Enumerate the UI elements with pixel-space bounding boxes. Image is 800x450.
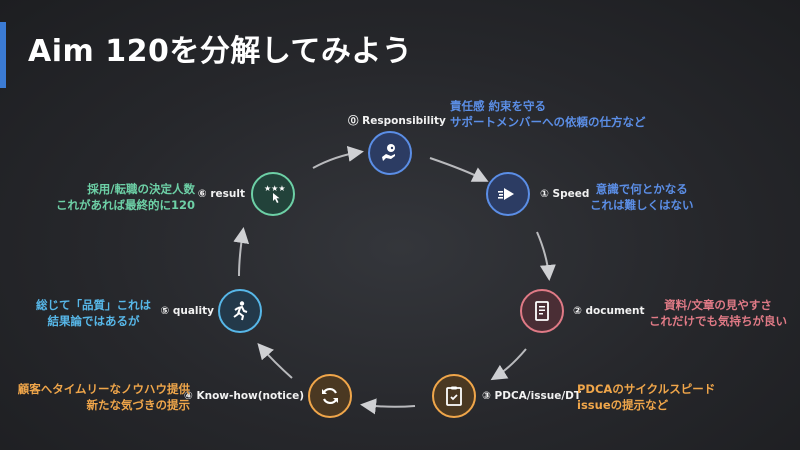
node-label-responsibility: ⓪ Responsibility [348, 115, 446, 127]
node-knowhow [308, 374, 352, 418]
node-pdca [432, 374, 476, 418]
node-label-knowhow: ④ Know-how(notice) [183, 390, 304, 402]
node-desc-pdca: PDCAのサイクルスピード issueの提示など [577, 382, 716, 412]
arrow-2-3 [490, 348, 527, 381]
node-desc-knowhow: 顧客へタイムリーなノウハウ提供 新たな気づきの提示 [17, 382, 190, 412]
running-person-icon [233, 301, 248, 321]
arrow-5-6 [233, 227, 250, 277]
node-desc-document: 資料/文章の見やすさ これだけでも気持ちが良い [649, 298, 787, 328]
hand-holding-icon [382, 144, 395, 161]
node-label-pdca: ③ PDCA/issue/DT [482, 390, 582, 402]
node-label-document: ② document [573, 305, 645, 317]
arrow-6-0 [312, 145, 364, 169]
page-title: Aim 120を分解してみよう [28, 34, 413, 69]
fast-forward-icon [498, 188, 514, 200]
arrow-3-4 [360, 398, 416, 415]
node-quality [218, 289, 262, 333]
node-label-speed: ① Speed [540, 188, 590, 200]
node-label-result: ⑥ result [197, 188, 245, 200]
arrow-4-5 [257, 342, 293, 379]
title-accent-bar [0, 22, 6, 88]
refresh-icon [322, 387, 338, 405]
clipboard-icon [446, 386, 462, 406]
node-desc-quality: 総じて「品質」これは 結果論ではあるが [36, 298, 151, 328]
node-desc-result: 採用/転職の決定人数 これがあれば最終的に120 [55, 182, 195, 212]
stars-click-icon: ★★★ [264, 184, 285, 203]
node-desc-responsibility: 責任感 約束を守る サポートメンバーへの依頼の仕方など [450, 99, 646, 129]
node-desc-speed: 意識で何とかなる これは難しくはない [590, 182, 694, 212]
node-result: ★★★ [251, 172, 295, 216]
svg-text:★★★: ★★★ [264, 184, 285, 193]
document-icon [535, 301, 549, 321]
arrow-1-2 [536, 231, 556, 281]
arrow-0-1 [429, 157, 489, 182]
node-document [520, 289, 564, 333]
node-label-quality: ⑤ quality [160, 305, 214, 317]
node-speed [486, 172, 530, 216]
node-responsibility [368, 131, 412, 175]
